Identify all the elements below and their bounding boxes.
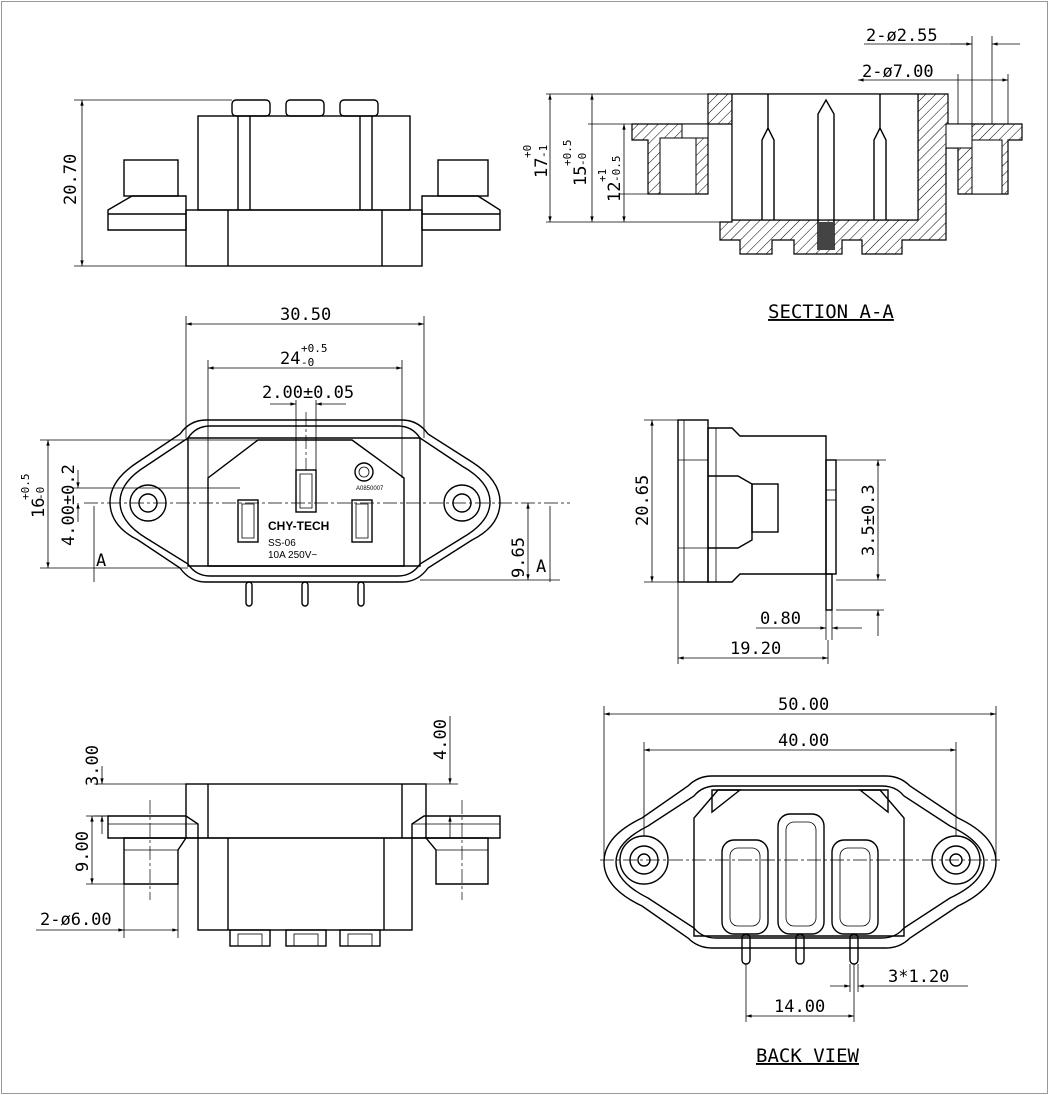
- section-view: [546, 93, 1023, 255]
- sec-h17: 17: [532, 158, 552, 178]
- bottom-flange-label: 3.00: [83, 745, 103, 786]
- back-holes-label: 40.00: [778, 731, 829, 751]
- sec-h17-up: +0: [521, 145, 534, 158]
- brand-logo-text: CHY-TECH: [268, 519, 329, 533]
- pin-offset-label: 4.00±0.2: [59, 464, 79, 546]
- sec-h17-dn: -1: [537, 145, 550, 158]
- side2-height-label: 20.65: [633, 475, 653, 526]
- cut-right-label: A: [536, 557, 546, 577]
- sec-h12-dn: -0.5: [610, 156, 623, 183]
- bottom-boss-label: 9.00: [73, 831, 93, 872]
- sec-h12: 12: [605, 182, 625, 202]
- boss-dia-label: 2-ø6.00: [40, 910, 112, 930]
- dim-back: 50.00 40.00 14.00 3*1.20: [603, 695, 997, 1022]
- sec-h12-up: +1: [596, 169, 609, 182]
- front-view: A0850007 CHY-TECH SS-06 10A 250V~: [84, 412, 570, 607]
- front-h16-label: 16: [29, 498, 49, 518]
- back-pin-w-label: 3*1.20: [888, 967, 949, 987]
- cut-left-label: A: [96, 551, 106, 571]
- sec-h15-dn: -0: [576, 153, 589, 166]
- front-inner-up: +0.5: [301, 342, 328, 355]
- dim-side-right: 20.65 3.5±0.3 0.80 19.20: [633, 419, 886, 664]
- ccc-cert-icon: [354, 462, 374, 482]
- back-pin-pitch-label: 14.00: [774, 997, 825, 1017]
- front-width-label: 30.50: [280, 305, 331, 325]
- model-label: SS-06: [268, 538, 296, 549]
- front-inner-dn: -0: [301, 356, 314, 369]
- hole-offset-label: 9.65: [509, 537, 529, 578]
- pin-drop-label: 3.5±0.3: [859, 484, 879, 556]
- cert-code: A0850007: [356, 486, 384, 492]
- bottom-top-label: 4.00: [431, 719, 451, 760]
- front-h16-dn: -0: [34, 487, 47, 500]
- sec-h15: 15: [571, 166, 591, 186]
- rating-label: 10A 250V~: [268, 550, 317, 561]
- pin-thick-label: 0.80: [760, 609, 801, 629]
- holes-large-label: 2-ø7.00: [862, 62, 934, 82]
- dim-bottom: 3.00 9.00 4.00 2-ø6.00: [36, 716, 458, 938]
- back-view: [600, 775, 1000, 965]
- dim-front: 30.50 24 +0.5 -0 2.00±0.05 16 +0.5 -0 4.…: [19, 305, 560, 582]
- dim-section-heights: 17 +0 -1 15 +0.5 -0 12 +1 -0.5: [521, 94, 626, 222]
- dim-section-holes: 2-ø2.55 2-ø7.00: [858, 26, 1020, 124]
- front-inner-label: 24: [280, 349, 300, 369]
- section-title: SECTION A-A: [768, 301, 894, 323]
- back-view-title: BACK VIEW: [756, 1045, 860, 1067]
- bottom-view: [107, 783, 501, 947]
- back-total-label: 50.00: [778, 695, 829, 715]
- side-view-right: [677, 419, 837, 611]
- pin-width-label: 2.00±0.05: [262, 383, 354, 403]
- sec-h15-up: +0.5: [561, 140, 574, 167]
- dim-side-height: 20.70: [61, 99, 232, 267]
- side2-depth-label: 19.20: [730, 639, 781, 659]
- holes-small-label: 2-ø2.55: [866, 26, 938, 46]
- side-view-top: [107, 99, 501, 267]
- side-height-label: 20.70: [61, 154, 81, 205]
- front-h16-up: +0.5: [19, 474, 32, 501]
